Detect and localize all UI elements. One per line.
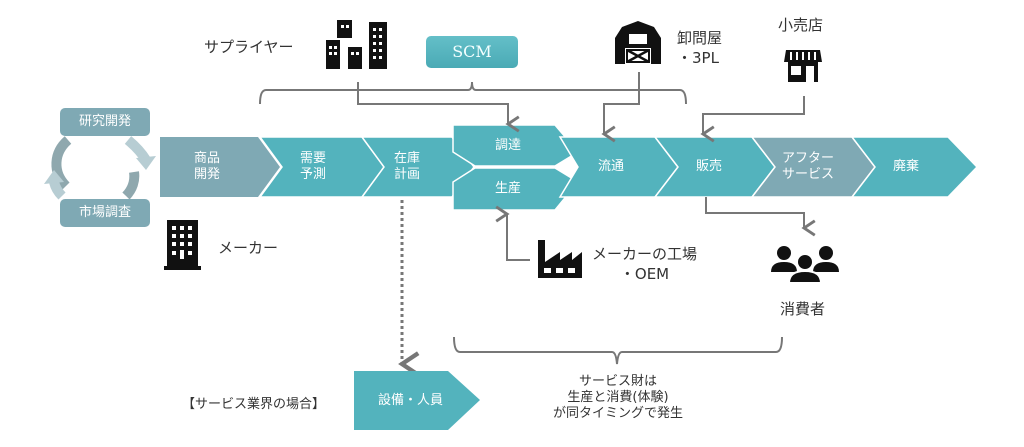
segment-procurement-label: 調達 xyxy=(495,138,522,153)
factory-icon xyxy=(538,240,582,278)
office-buildings-icon xyxy=(326,20,387,69)
segment-product-dev-line2: 開発 xyxy=(194,167,221,182)
office-tower-icon xyxy=(164,220,201,270)
segment-disposal-label: 廃棄 xyxy=(893,159,920,174)
value-chain xyxy=(160,124,979,211)
retailer-label: 小売店 xyxy=(778,16,824,34)
segment-demand-forecast: 需要 予測 xyxy=(300,151,326,183)
wholesaler-label: 卸問屋 ・3PL xyxy=(677,28,722,68)
cycle-arrows xyxy=(44,136,156,200)
segment-disposal-shape xyxy=(850,136,979,198)
segment-product-dev-line1: 商品 xyxy=(194,151,221,166)
segment-sales: 販売 xyxy=(696,159,722,175)
segment-distribution: 流通 xyxy=(598,159,624,175)
scm-badge: SCM xyxy=(426,36,518,68)
segment-disposal: 廃棄 xyxy=(893,159,919,175)
segment-distribution-label: 流通 xyxy=(598,159,625,174)
scm-brace xyxy=(259,81,687,105)
consumer-label: 消費者 xyxy=(780,300,826,318)
equipment-staff-shape xyxy=(354,371,480,430)
sales-to-consumer-arrow xyxy=(705,197,816,237)
supplier-to-procurement-arrow xyxy=(357,82,520,133)
segment-inventory-line2: 計画 xyxy=(394,167,421,182)
equipment-staff-label: 設備・人員 xyxy=(378,393,444,408)
service-brace xyxy=(453,336,783,365)
segment-demand-line2: 予測 xyxy=(300,167,327,182)
wholesaler-to-distribution-arrow xyxy=(601,72,640,143)
market-research-box: 市場調査 xyxy=(60,199,150,227)
segment-product-dev: 商品 開発 xyxy=(194,151,220,183)
segment-procurement-shape xyxy=(452,124,580,167)
research-dev-label: 研究開発 xyxy=(78,114,131,129)
research-dev-box: 研究開発 xyxy=(60,108,150,136)
supplier-label: サプライヤー xyxy=(204,38,294,56)
storefront-icon xyxy=(784,50,822,82)
segment-after-service-line1: アフター xyxy=(782,151,835,166)
segment-after-service-line2: サービス xyxy=(782,167,835,182)
note-line-1: サービス財は xyxy=(578,374,657,389)
segment-inventory-line1: 在庫 xyxy=(394,151,421,166)
connectors xyxy=(259,72,816,377)
market-research-label: 市場調査 xyxy=(78,205,131,220)
wholesaler-label-line1: 卸問屋 xyxy=(677,29,723,47)
factory-to-production-arrow xyxy=(495,205,530,261)
segment-inventory-shape xyxy=(360,136,475,198)
segment-after-service: アフター サービス xyxy=(782,151,834,183)
factory-label-line1: メーカーの工場 xyxy=(592,245,698,263)
segment-product-dev-shape xyxy=(160,137,280,197)
note-line-2: 生産と消費(体験) xyxy=(567,390,669,405)
segment-demand-line1: 需要 xyxy=(300,151,327,166)
segment-production: 生産 xyxy=(495,181,521,197)
barn-warehouse-icon xyxy=(615,21,661,64)
note-line-3: が同タイミングで発生 xyxy=(552,406,683,421)
segment-sales-label: 販売 xyxy=(696,159,723,174)
segment-procurement: 調達 xyxy=(495,138,521,154)
maker-label: メーカー xyxy=(218,239,279,257)
factory-label-line2: ・OEM xyxy=(619,265,670,283)
service-goods-note: サービス財は 生産と消費(体験) が同タイミングで発生 xyxy=(548,374,688,422)
factory-label: メーカーの工場 ・OEM xyxy=(592,244,697,284)
wholesaler-label-line2: ・3PL xyxy=(677,49,719,67)
people-group-icon xyxy=(771,246,839,284)
segment-inventory-plan: 在庫 計画 xyxy=(394,151,420,183)
service-industry-label: 【サービス業界の場合】 xyxy=(182,397,326,412)
retailer-to-sales-arrow xyxy=(700,96,805,143)
segment-production-label: 生産 xyxy=(495,181,522,196)
segment-production-shape xyxy=(452,167,580,211)
